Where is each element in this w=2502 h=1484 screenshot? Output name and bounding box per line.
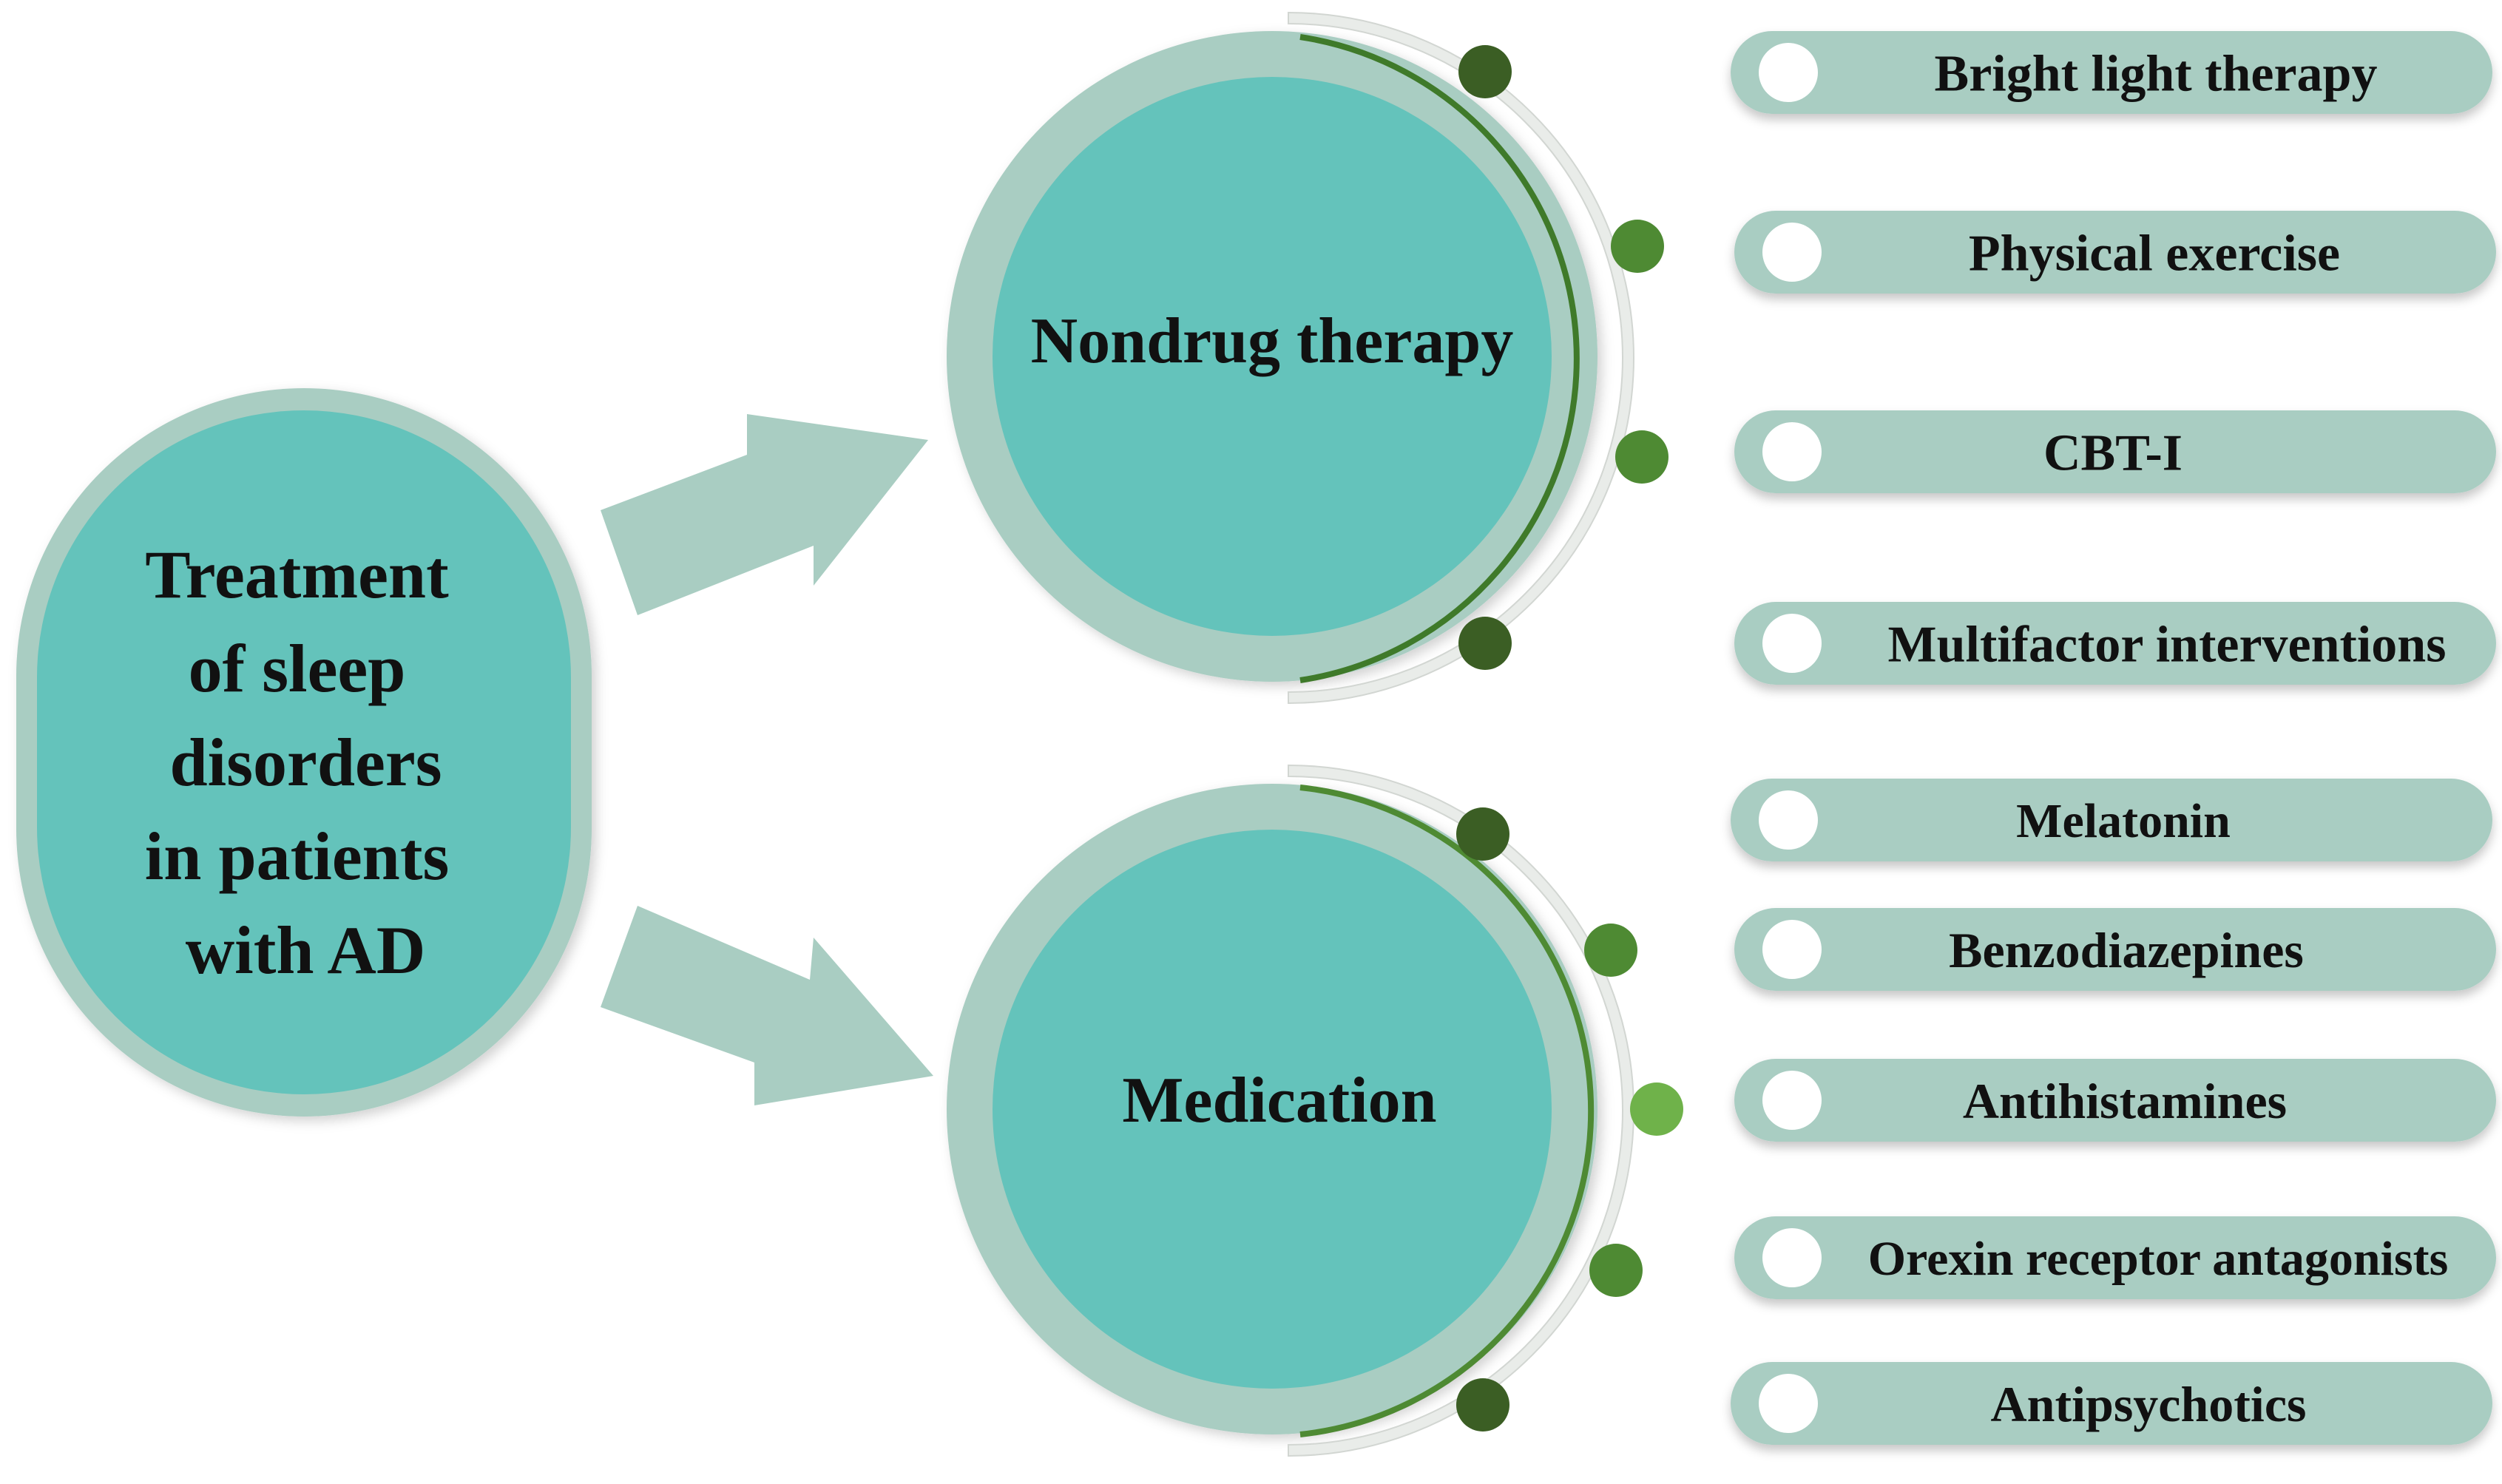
medication-item-list: Melatonin Benzodiazepines Antihistamines… <box>1731 779 2496 1445</box>
item-label: Multifactor interventions <box>1888 617 2447 674</box>
item-label: Benzodiazepines <box>1949 922 2304 978</box>
branch-medication: Medication <box>947 764 1683 1457</box>
item-pill <box>1731 779 2492 861</box>
list-item: Antihistamines <box>1734 1059 2496 1142</box>
branch-nondrug: Nondrug therapy <box>947 11 1668 705</box>
root-title: Treatment of sleep disorders in patients… <box>145 537 467 988</box>
item-bullet <box>1759 1374 1818 1433</box>
item-bullet <box>1762 1228 1822 1287</box>
item-bullet <box>1762 422 1822 481</box>
item-bullet <box>1762 614 1822 673</box>
root-title-line-4: in patients <box>145 819 450 894</box>
nondrug-marker-3 <box>1615 430 1668 484</box>
medication-marker-3 <box>1630 1082 1683 1136</box>
nondrug-marker-1 <box>1458 45 1512 98</box>
medication-marker-1 <box>1456 807 1509 861</box>
root-node: Treatment of sleep disorders in patients… <box>16 388 592 1117</box>
root-title-line-2: of sleep <box>189 631 406 706</box>
item-label: Antipsychotics <box>1991 1376 2307 1432</box>
root-title-line-3: disorders <box>170 725 442 800</box>
arrow-to-nondrug <box>601 414 928 615</box>
item-pill <box>1734 211 2496 294</box>
item-label: Physical exercise <box>1969 226 2340 282</box>
item-label: Bright light therapy <box>1935 46 2378 103</box>
list-item: Antipsychotics <box>1731 1362 2492 1445</box>
list-item: Physical exercise <box>1734 211 2496 294</box>
medication-marker-4 <box>1589 1244 1643 1297</box>
item-bullet <box>1762 920 1822 979</box>
medication-marker-5 <box>1456 1378 1509 1432</box>
item-pill <box>1734 1059 2496 1142</box>
item-bullet <box>1759 790 1818 850</box>
nondrug-title: Nondrug therapy <box>1031 305 1514 377</box>
list-item: Melatonin <box>1731 779 2492 861</box>
nondrug-arc-band <box>1288 11 1634 705</box>
medication-title: Medication <box>1122 1065 1436 1136</box>
nondrug-marker-4 <box>1458 617 1512 670</box>
item-pill <box>1734 1216 2496 1299</box>
item-pill <box>1734 602 2496 685</box>
root-title-line-5: with AD <box>186 912 426 988</box>
item-bullet <box>1759 43 1818 102</box>
medication-marker-2 <box>1584 924 1637 977</box>
nondrug-marker-2 <box>1611 220 1664 273</box>
list-item: CBT-I <box>1734 410 2496 493</box>
item-label: Melatonin <box>2016 794 2231 848</box>
item-pill <box>1731 1362 2492 1445</box>
nondrug-inner-circle <box>993 77 1552 636</box>
item-bullet <box>1762 1071 1822 1130</box>
list-item: Bright light therapy <box>1731 31 2492 114</box>
arrow-to-medication <box>601 906 933 1105</box>
list-item: Benzodiazepines <box>1734 908 2496 991</box>
item-pill <box>1734 908 2496 991</box>
nondrug-arc-line <box>1299 34 1580 683</box>
nondrug-item-list: Bright light therapy Physical exercise C… <box>1731 31 2496 685</box>
list-item: Orexin receptor antagonists <box>1734 1216 2496 1299</box>
item-label: CBT-I <box>2043 425 2183 482</box>
root-title-line-1: Treatment <box>145 537 449 612</box>
medication-arc-line <box>1299 785 1595 1437</box>
list-item: Multifactor interventions <box>1734 602 2496 685</box>
item-pill <box>1734 410 2496 493</box>
item-pill <box>1731 31 2492 114</box>
item-label: Orexin receptor antagonists <box>1868 1232 2449 1286</box>
root-inner-capsule <box>37 410 571 1094</box>
medication-inner-circle <box>993 830 1552 1389</box>
item-label: Antihistamines <box>1963 1073 2287 1129</box>
medication-arc-band <box>1288 764 1634 1457</box>
item-bullet <box>1762 223 1822 282</box>
